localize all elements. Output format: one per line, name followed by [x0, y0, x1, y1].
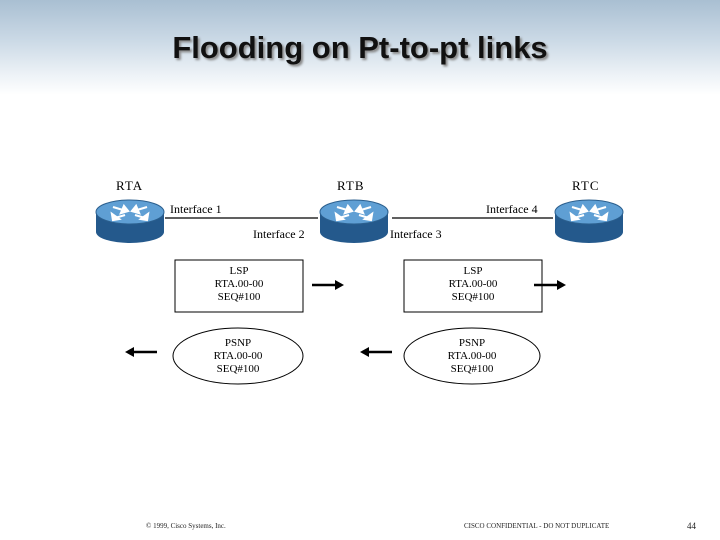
psnp-ellipse-1-text: PSNP RTA.00-00 SEQ#100: [173, 337, 303, 376]
router-rta-icon: [95, 199, 165, 243]
router-name-rta: RTA: [116, 178, 144, 193]
psnp-ellipse-1: [172, 327, 304, 385]
psnp-seq: SEQ#100: [216, 363, 260, 375]
lsp-box-1: [174, 259, 304, 313]
psnp-id: RTA.00-00: [447, 350, 497, 362]
psnp-seq: SEQ#100: [450, 363, 494, 375]
interface-3-label: Interface 3: [390, 227, 442, 241]
arrow-left-icon: [125, 347, 157, 357]
lsp-box-2: [403, 259, 543, 313]
router-rtc-icon: [554, 199, 624, 243]
interface-4-label: Interface 4: [486, 202, 538, 216]
router-name-rtc: RTC: [572, 178, 600, 193]
router-rtb-icon: [319, 199, 389, 243]
lsp-id: RTA.00-00: [448, 278, 498, 290]
page-number: 44: [687, 521, 696, 531]
psnp-ellipse-2: [403, 327, 541, 385]
lsp-id: RTA.00-00: [214, 278, 264, 290]
arrow-right-icon: [534, 280, 566, 290]
title-band: [0, 0, 720, 95]
psnp-ellipse-2-text: PSNP RTA.00-00 SEQ#100: [404, 337, 540, 376]
arrow-left-icon: [360, 347, 392, 357]
lsp-box-2-text: LSP RTA.00-00 SEQ#100: [404, 265, 542, 304]
lsp-type: LSP: [229, 265, 249, 277]
lsp-seq: SEQ#100: [451, 291, 495, 303]
interface-1-label: Interface 1: [170, 202, 222, 216]
lsp-seq: SEQ#100: [217, 291, 261, 303]
psnp-type: PSNP: [224, 337, 252, 349]
slide-title: Flooding on Pt-to-pt links: [172, 30, 548, 65]
psnp-id: RTA.00-00: [213, 350, 263, 362]
lsp-box-1-text: LSP RTA.00-00 SEQ#100: [175, 265, 303, 304]
router-name-rtb: RTB: [337, 178, 365, 193]
footer-confidential: CISCO CONFIDENTIAL - DO NOT DUPLICATE: [464, 522, 610, 530]
footer-copyright: © 1999, Cisco Systems, Inc.: [146, 522, 226, 530]
interface-2-label: Interface 2: [253, 227, 305, 241]
psnp-type: PSNP: [458, 337, 486, 349]
lsp-type: LSP: [463, 265, 483, 277]
arrow-right-icon: [312, 280, 344, 290]
